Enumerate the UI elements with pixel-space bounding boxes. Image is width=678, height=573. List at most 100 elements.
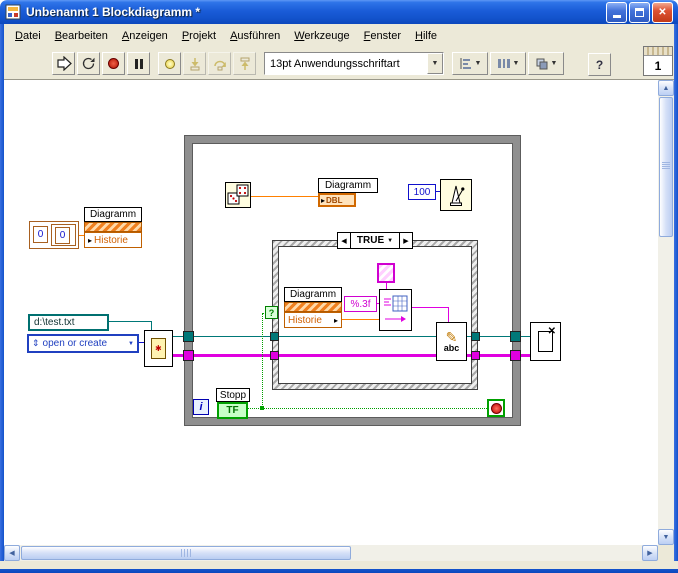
case-tunnel-refnum-right[interactable] bbox=[471, 332, 480, 341]
distribute-objects-dropdown[interactable]: ▼ bbox=[490, 52, 526, 75]
titlebar[interactable]: Unbenannt 1 Blockdiagramm * ✕ bbox=[0, 0, 678, 24]
wire-error-left[interactable] bbox=[173, 354, 436, 357]
wire-format-out-horizontal[interactable] bbox=[412, 307, 448, 308]
random-number-node[interactable] bbox=[225, 182, 251, 208]
menu-datei[interactable]: Datei bbox=[15, 30, 41, 42]
menu-projekt[interactable]: Projekt bbox=[181, 30, 217, 42]
wire-path-horizontal[interactable] bbox=[108, 321, 152, 322]
cluster-value-1[interactable]: 0 bbox=[55, 227, 70, 244]
while-loop-border[interactable] bbox=[184, 135, 521, 426]
wire-stop-horizontal[interactable] bbox=[248, 408, 487, 409]
wire-history-to-format[interactable] bbox=[342, 319, 379, 320]
wire-refnum-left[interactable] bbox=[173, 336, 436, 337]
wire-formatstring-to-format[interactable] bbox=[376, 303, 379, 304]
wire-mode-to-open[interactable] bbox=[139, 342, 144, 343]
case-selector-label[interactable]: ◀ TRUE▼ ▶ bbox=[337, 232, 413, 249]
highlight-execution-button[interactable] bbox=[158, 52, 181, 75]
wire-random-to-chart[interactable] bbox=[251, 196, 318, 197]
scroll-up-button[interactable]: ▲ bbox=[658, 80, 674, 96]
menu-werkzeuge[interactable]: Werkzeuge bbox=[294, 30, 350, 42]
align-objects-dropdown[interactable]: ▼ bbox=[452, 52, 488, 75]
step-into-button[interactable] bbox=[183, 52, 206, 75]
case-tunnel-error-left[interactable] bbox=[270, 351, 279, 360]
chart-terminal[interactable]: ▸ DBL bbox=[318, 193, 356, 207]
stop-boolean-terminal[interactable]: TF bbox=[217, 402, 248, 419]
pause-button[interactable] bbox=[127, 52, 150, 75]
history-write-node-title[interactable]: Diagramm bbox=[84, 207, 142, 222]
horizontal-scrollbar-thumb[interactable] bbox=[21, 546, 351, 560]
format-string-constant[interactable]: %.3f bbox=[344, 296, 377, 312]
tunnel-error-left[interactable] bbox=[183, 350, 194, 361]
run-icon bbox=[56, 56, 72, 71]
app-icon bbox=[5, 4, 21, 20]
wire-cluster-to-history[interactable] bbox=[79, 235, 84, 236]
menu-fenster[interactable]: Fenster bbox=[363, 30, 401, 42]
tunnel-error-right[interactable] bbox=[510, 350, 521, 361]
wait-next-ms-node[interactable] bbox=[440, 179, 472, 211]
vertical-scrollbar[interactable]: ▲ ▼ bbox=[658, 80, 674, 545]
wire-refnum-right[interactable] bbox=[467, 336, 530, 337]
write-file-node[interactable]: ✎ abc bbox=[436, 322, 467, 361]
wait-ms-constant[interactable]: 100 bbox=[408, 184, 436, 200]
scroll-right-button[interactable]: ▶ bbox=[642, 545, 658, 561]
wire-stop-vertical[interactable] bbox=[262, 313, 263, 409]
vertical-scrollbar-thumb[interactable] bbox=[659, 97, 673, 237]
stop-button-label[interactable]: Stopp bbox=[216, 388, 250, 402]
wire-100-to-wait[interactable] bbox=[436, 191, 440, 192]
vi-icon[interactable]: 1 bbox=[643, 46, 673, 76]
case-dropdown-icon: ▼ bbox=[387, 237, 394, 244]
file-path-constant[interactable]: d:\test.txt bbox=[28, 314, 109, 331]
help-button[interactable]: ? bbox=[588, 53, 611, 76]
history-read-property[interactable]: Historie ▸ bbox=[284, 312, 342, 328]
history-write-property[interactable]: ▸ Historie bbox=[84, 232, 142, 248]
open-create-file-node[interactable]: ✱ bbox=[144, 330, 173, 367]
minimize-icon bbox=[612, 14, 621, 18]
history-cluster-constant[interactable]: 0 0 bbox=[29, 221, 79, 249]
case-tunnel-error-right[interactable] bbox=[471, 351, 480, 360]
case-tunnel-refnum-left[interactable] bbox=[270, 332, 279, 341]
file-mode-ring-constant[interactable]: ⇕ open or create ▼ bbox=[27, 334, 139, 353]
reorder-objects-icon bbox=[536, 58, 548, 70]
iteration-terminal[interactable]: i bbox=[193, 399, 209, 415]
chart-terminal-label[interactable]: Diagramm bbox=[318, 178, 378, 193]
case-next-icon[interactable]: ▶ bbox=[399, 233, 412, 248]
wire-format-out-vertical[interactable] bbox=[448, 307, 449, 322]
abort-button[interactable] bbox=[102, 52, 125, 75]
menu-ausfuehren[interactable]: Ausführen bbox=[230, 30, 281, 42]
wire-path-vertical[interactable] bbox=[151, 321, 152, 331]
maximize-button[interactable] bbox=[629, 1, 650, 23]
wire-pinkconstant-down[interactable] bbox=[386, 283, 387, 289]
case-selector-terminal[interactable]: ? bbox=[265, 306, 278, 319]
case-selector-value[interactable]: TRUE▼ bbox=[351, 233, 399, 248]
tunnel-refnum-left[interactable] bbox=[183, 331, 194, 342]
scroll-down-button[interactable]: ▼ bbox=[658, 529, 674, 545]
font-selector[interactable]: 13pt Anwendungsschriftart ▼ bbox=[264, 52, 444, 75]
run-continuous-button[interactable] bbox=[77, 52, 100, 75]
close-file-node[interactable]: ✕ bbox=[530, 322, 561, 361]
font-dropdown-arrow-icon[interactable]: ▼ bbox=[427, 53, 443, 74]
wire-error-right[interactable] bbox=[467, 354, 530, 357]
loop-condition-terminal[interactable] bbox=[487, 399, 505, 417]
horizontal-scrollbar[interactable]: ◀ ▶ bbox=[4, 545, 658, 561]
block-diagram-canvas[interactable]: 0 0 Diagramm ▸ Historie Diagramm ▸ DBL 1… bbox=[4, 80, 658, 545]
tunnel-refnum-right[interactable] bbox=[510, 331, 521, 342]
array-to-spreadsheet-string-node[interactable] bbox=[379, 289, 412, 331]
magenta-constant-icon[interactable] bbox=[377, 263, 395, 283]
step-over-button[interactable] bbox=[208, 52, 231, 75]
step-out-button[interactable] bbox=[233, 52, 256, 75]
menu-bearbeiten[interactable]: Bearbeiten bbox=[54, 30, 108, 42]
close-button[interactable]: ✕ bbox=[652, 1, 673, 23]
minimize-button[interactable] bbox=[606, 1, 627, 23]
menu-anzeigen[interactable]: Anzeigen bbox=[121, 30, 168, 42]
vi-icon-number: 1 bbox=[654, 58, 662, 73]
wire-stop-to-selector[interactable] bbox=[262, 313, 266, 314]
reorder-objects-dropdown[interactable]: ▼ bbox=[528, 52, 564, 75]
run-button[interactable] bbox=[52, 52, 75, 75]
reorder-dropdown-arrow-icon: ▼ bbox=[550, 60, 558, 67]
history-read-node-title[interactable]: Diagramm bbox=[284, 287, 342, 302]
cluster-value-0[interactable]: 0 bbox=[33, 226, 48, 243]
dice-icon bbox=[227, 184, 249, 205]
case-previous-icon[interactable]: ◀ bbox=[338, 233, 351, 248]
menu-hilfe[interactable]: Hilfe bbox=[414, 30, 437, 42]
scroll-left-button[interactable]: ◀ bbox=[4, 545, 20, 561]
